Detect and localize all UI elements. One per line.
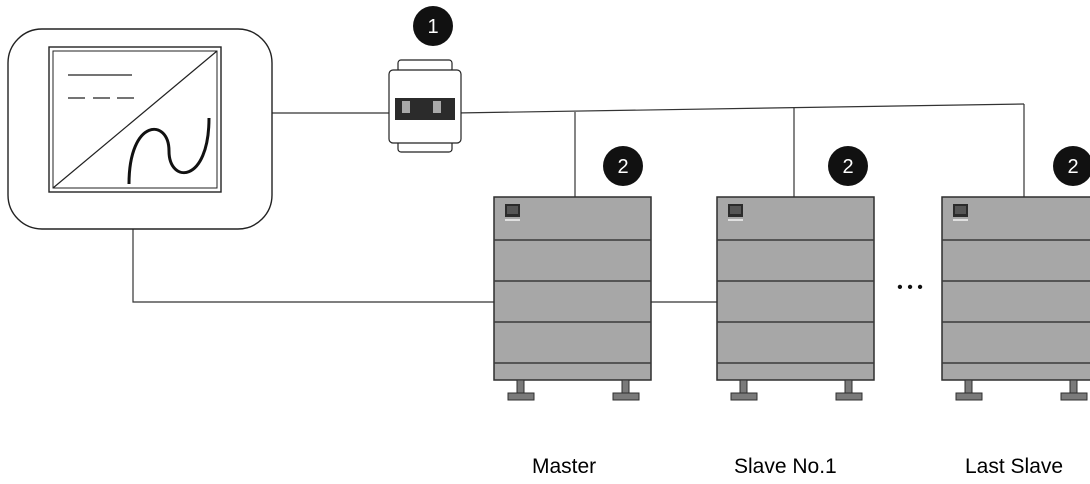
- wiring: [132, 103, 1025, 303]
- marker-2-last-slave-text: 2: [1067, 156, 1078, 178]
- label-last-slave: Last Slave: [965, 455, 1064, 478]
- marker-2-master: 2: [603, 146, 643, 186]
- battery-last-slave: [941, 196, 1090, 401]
- circuit-breaker-icon: [388, 59, 462, 153]
- marker-1: 1: [413, 6, 453, 46]
- inverter-to-master-comm-wire: [132, 229, 494, 303]
- marker-2-master-text: 2: [617, 156, 628, 178]
- marker-2-slave-1-text: 2: [842, 156, 853, 178]
- marker-2-last-slave: 2: [1053, 146, 1090, 186]
- label-slave-1: Slave No.1: [734, 455, 837, 478]
- marker-2-slave-1: 2: [828, 146, 868, 186]
- battery-slave-1: [716, 196, 875, 401]
- ellipsis-dots: • • •: [897, 279, 923, 296]
- label-master: Master: [532, 455, 597, 478]
- inverter: [7, 28, 273, 230]
- battery-master: [493, 196, 652, 401]
- marker-1-text: 1: [427, 16, 438, 38]
- bus-wire: [455, 103, 1025, 114]
- inverter-dc-ac-icon: [48, 46, 222, 193]
